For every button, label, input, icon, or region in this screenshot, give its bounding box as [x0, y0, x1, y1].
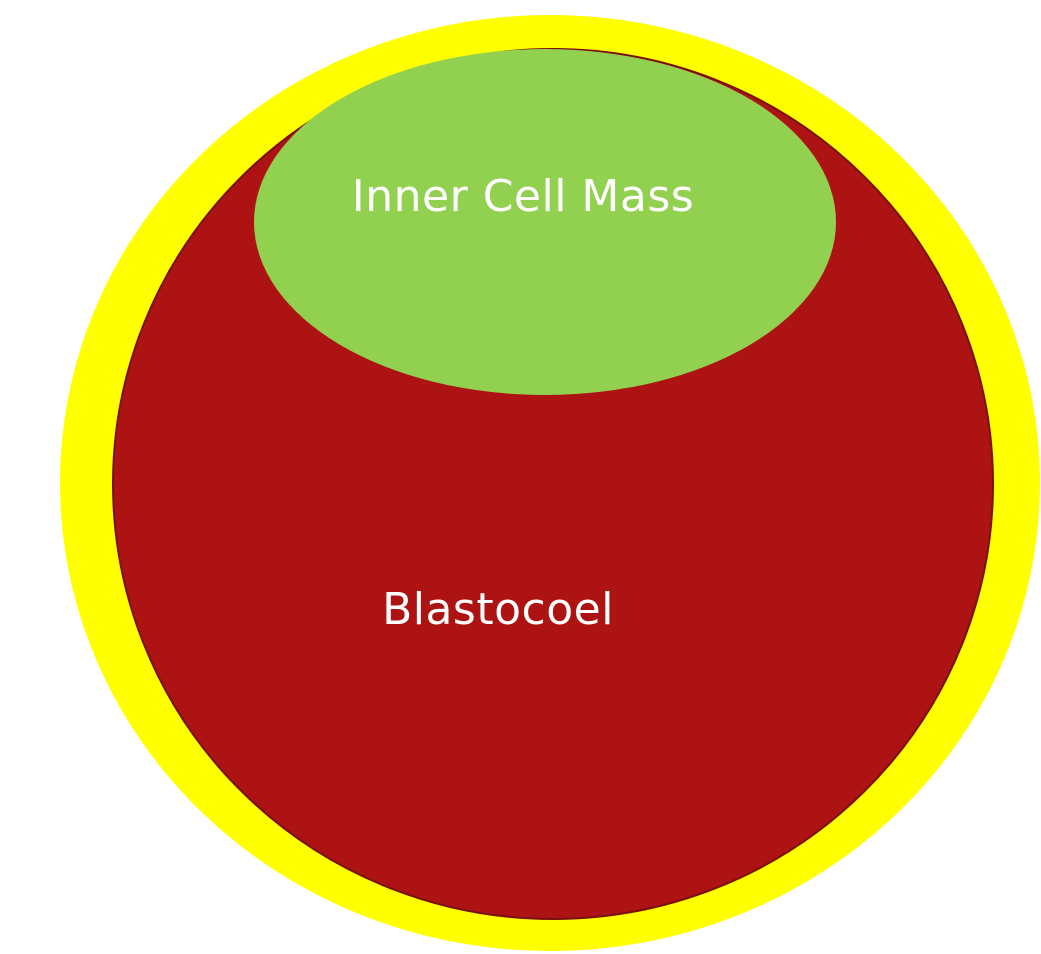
inner-cell-mass-ellipse — [254, 49, 836, 395]
blastocoel-label: Blastocoel — [382, 584, 614, 635]
inner-cell-mass-label: Inner Cell Mass — [352, 171, 694, 222]
